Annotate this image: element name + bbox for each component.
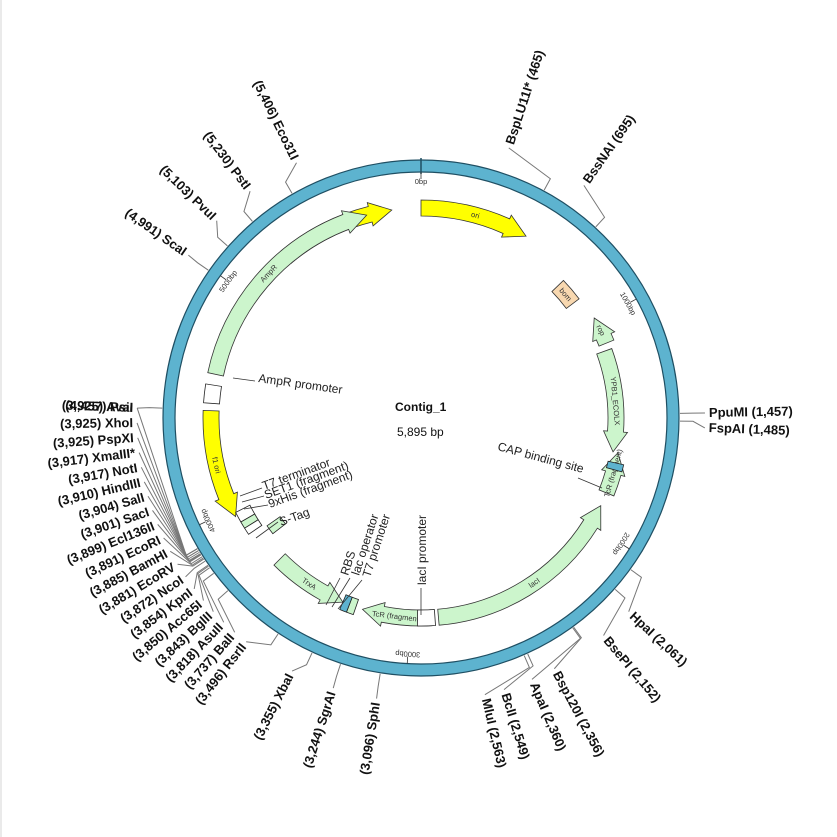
site-leader <box>217 590 236 633</box>
site-label: PpuMI (1,457) <box>709 404 793 420</box>
site-leader <box>679 420 706 429</box>
site-leader <box>603 588 626 636</box>
center-info: Contig_1 5,895 bp <box>395 400 447 439</box>
site-leader <box>503 653 534 690</box>
site-label: (3,925) PspXI <box>52 430 134 451</box>
feature-bom <box>551 279 580 310</box>
site-label: (3,244) SgrAI <box>300 689 339 769</box>
site-leader <box>197 565 209 601</box>
plasmid-size: 5,895 bp <box>397 425 444 439</box>
site-leader <box>157 524 202 563</box>
site-label: (5,406) Eco31I <box>250 78 301 163</box>
site-leader <box>143 481 200 560</box>
feature-ampr <box>207 210 368 377</box>
site-leader <box>147 496 201 562</box>
feature-ori-main <box>420 199 527 238</box>
site-leader <box>583 185 606 228</box>
site-leader <box>202 572 225 623</box>
site-leader <box>163 537 203 565</box>
set1-box <box>240 513 259 529</box>
feature-boxes <box>203 383 625 627</box>
site-leader <box>628 569 643 612</box>
tick-mark <box>220 275 227 281</box>
site-leader <box>531 627 582 680</box>
site-leader <box>284 162 297 194</box>
lac-op-box <box>339 594 353 613</box>
feature-trxa <box>273 553 344 604</box>
his-box <box>244 519 263 535</box>
site-leader <box>246 633 279 646</box>
tick-mark <box>623 544 630 550</box>
site-leader <box>508 147 552 191</box>
feature-label-ypb1: YPB1_ECOLX <box>609 376 622 425</box>
site-leader <box>198 567 214 612</box>
site-label: (5,230) PstI <box>201 128 254 192</box>
plasmid-name: Contig_1 <box>395 400 447 414</box>
feature-label-f1-ori: f1 ori <box>210 456 223 475</box>
site-leader <box>216 220 228 247</box>
feature-laci <box>437 504 602 626</box>
site-leader <box>152 510 202 562</box>
site-label: BspLU11I* (465) <box>502 48 547 146</box>
site-leader <box>484 655 531 696</box>
tick-mark <box>199 521 206 526</box>
cap-box <box>605 460 625 473</box>
t7-term-box <box>235 504 256 523</box>
laci-promoter-box <box>416 609 436 627</box>
tick-label: 0bp <box>415 177 428 186</box>
stag-box <box>266 516 287 535</box>
site-label: (5,103) PvuI <box>157 162 219 223</box>
feature-label-ori-main: ori <box>470 210 481 221</box>
site-label: (3,925) AvaI <box>62 397 134 414</box>
ann-laci-promoter: lacI promoter <box>415 515 429 585</box>
site-leader <box>193 564 209 590</box>
site-label: FspAI (1,485) <box>709 420 790 438</box>
ampr-promoter-box <box>203 383 222 405</box>
ann-s-tag: S-Tag <box>277 505 311 529</box>
site-leader <box>188 254 209 271</box>
feature-f1-ori <box>202 409 238 518</box>
site-label: (3,096) SphI <box>357 701 383 775</box>
feature-ypb1 <box>596 348 629 453</box>
site-leader <box>291 652 313 672</box>
site-leader <box>169 550 204 566</box>
site-label: (4,457) PsiI <box>65 398 133 415</box>
site-leader <box>136 407 198 556</box>
tick-mark <box>629 298 637 303</box>
ann-cap-binding-site: CAP binding site <box>496 439 585 476</box>
site-label: (4,991) ScaI <box>122 205 189 258</box>
frame-edge <box>0 0 2 837</box>
site-label: BssNAI (695) <box>580 112 638 186</box>
site-leader <box>376 673 381 699</box>
tick-label: 3000bp <box>395 649 420 659</box>
site-leader <box>243 191 253 222</box>
feature-rop <box>592 317 616 347</box>
site-label: (3,355) XbaI <box>250 671 296 742</box>
site-leader <box>138 452 199 558</box>
site-leader <box>332 664 341 689</box>
site-label: HpaI (2,061) <box>627 609 691 670</box>
feature-label-rop: rop <box>594 323 607 337</box>
ann-ampr-promoter: AmpR promoter <box>258 371 344 397</box>
site-leader <box>553 626 582 670</box>
site-leader <box>177 558 205 567</box>
backbone-ring <box>162 158 680 677</box>
site-label: (3,925) XhoI <box>60 415 133 431</box>
site-leader <box>185 560 206 578</box>
